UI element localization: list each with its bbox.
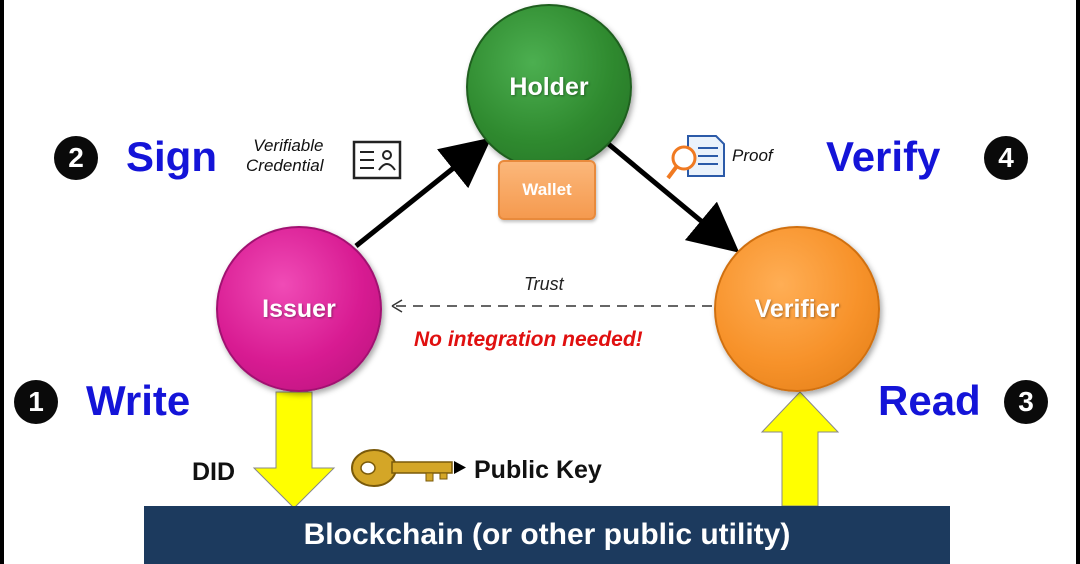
step-1-label: Write	[86, 377, 191, 424]
no-integration-note: No integration needed!	[414, 328, 643, 351]
credential-line: Credential	[246, 156, 324, 176]
step-4-badge: 4	[984, 136, 1028, 180]
step-3-label: Read	[878, 377, 981, 424]
proof-caption: Proof	[732, 146, 773, 165]
step-3-number: 3	[1018, 386, 1034, 417]
holder-to-verifier-arrow	[604, 140, 740, 253]
issuer-label: Issuer	[262, 294, 336, 323]
holder-label: Holder	[509, 72, 589, 101]
verifier-node: Verifier	[714, 226, 880, 392]
trust-caption: Trust	[524, 274, 564, 294]
step-4-label: Verify	[826, 133, 941, 180]
did-write-arrow	[252, 391, 336, 509]
key-icon	[351, 449, 466, 487]
step-3-badge: 3	[1004, 380, 1048, 424]
holder-node: Holder	[466, 4, 632, 170]
step-2-badge: 2	[54, 136, 98, 180]
did-label: DID	[192, 458, 236, 486]
verifiable-line: Verifiable	[253, 136, 324, 155]
read-up-arrow	[760, 391, 840, 507]
public-key-label: Public Key	[474, 456, 602, 484]
verifiable-credential-caption: Verifiable Credential	[246, 136, 324, 177]
step-1-badge: 1	[14, 380, 58, 424]
wallet-label: Wallet	[522, 180, 572, 199]
credential-card-icon	[352, 140, 402, 180]
proof-document-icon	[666, 135, 725, 180]
issuer-to-holder-arrow	[354, 137, 492, 248]
step-2-label: Sign	[126, 133, 217, 180]
step-1-number: 1	[28, 386, 44, 417]
wallet-box: Wallet	[498, 160, 596, 220]
trust-arrowhead	[391, 299, 403, 313]
issuer-node: Issuer	[216, 226, 382, 392]
blockchain-bar: Blockchain (or other public utility)	[144, 506, 950, 564]
step-4-number: 4	[998, 142, 1014, 173]
blockchain-label: Blockchain (or other public utility)	[303, 518, 791, 551]
step-2-number: 2	[68, 142, 84, 173]
verifier-label: Verifier	[754, 294, 840, 323]
